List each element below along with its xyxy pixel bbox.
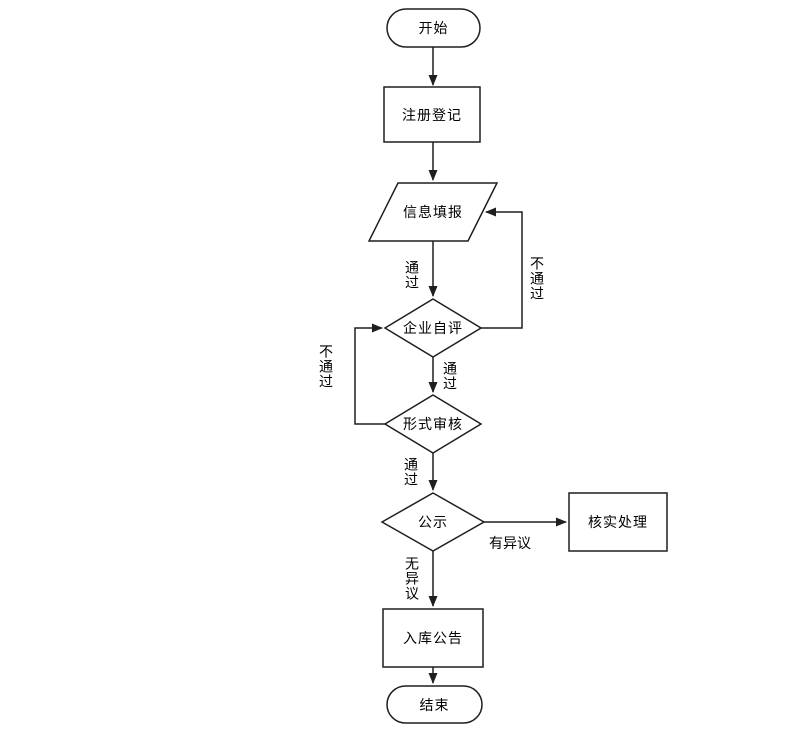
edge-review-to-self-eval-loop — [354, 323, 385, 425]
self-eval-node-shape — [383, 298, 483, 358]
self-eval-node-label: 企业自评 — [403, 320, 463, 336]
publicity-node-shape — [380, 492, 486, 552]
edge-label-pass-3: 通过 — [403, 457, 419, 487]
register-node-label: 注册登记 — [402, 106, 462, 123]
end-node-label: 结束 — [419, 696, 450, 713]
edge-label-fail-left: 不通过 — [318, 344, 334, 389]
storage-notice-node-shape — [382, 608, 484, 668]
edge-label-fail-right: 不通过 — [529, 256, 545, 301]
verify-handle-node-shape — [568, 492, 668, 552]
edge-label-no-objection: 无异议 — [404, 556, 420, 601]
register-node-shape — [383, 86, 481, 143]
start-node-label: 开始 — [418, 20, 449, 36]
info-fill-node-shape — [367, 182, 499, 242]
form-review-node-label: 形式审核 — [403, 416, 463, 432]
info-fill-node-label: 信息填报 — [403, 204, 463, 220]
edge-label-pass-2: 通过 — [442, 361, 458, 391]
end-node-shape — [386, 685, 483, 724]
edge-label-pass-1: 通过 — [404, 260, 420, 290]
edge-self-eval-to-info-loop — [481, 207, 523, 329]
publicity-node-label: 公示 — [418, 514, 448, 530]
storage-notice-node-label: 入库公告 — [403, 630, 463, 646]
edge-label-objection: 有异议 — [489, 535, 531, 551]
form-review-node-shape — [383, 394, 483, 454]
start-node-shape — [386, 8, 481, 48]
verify-handle-node-label: 核实处理 — [588, 514, 648, 530]
